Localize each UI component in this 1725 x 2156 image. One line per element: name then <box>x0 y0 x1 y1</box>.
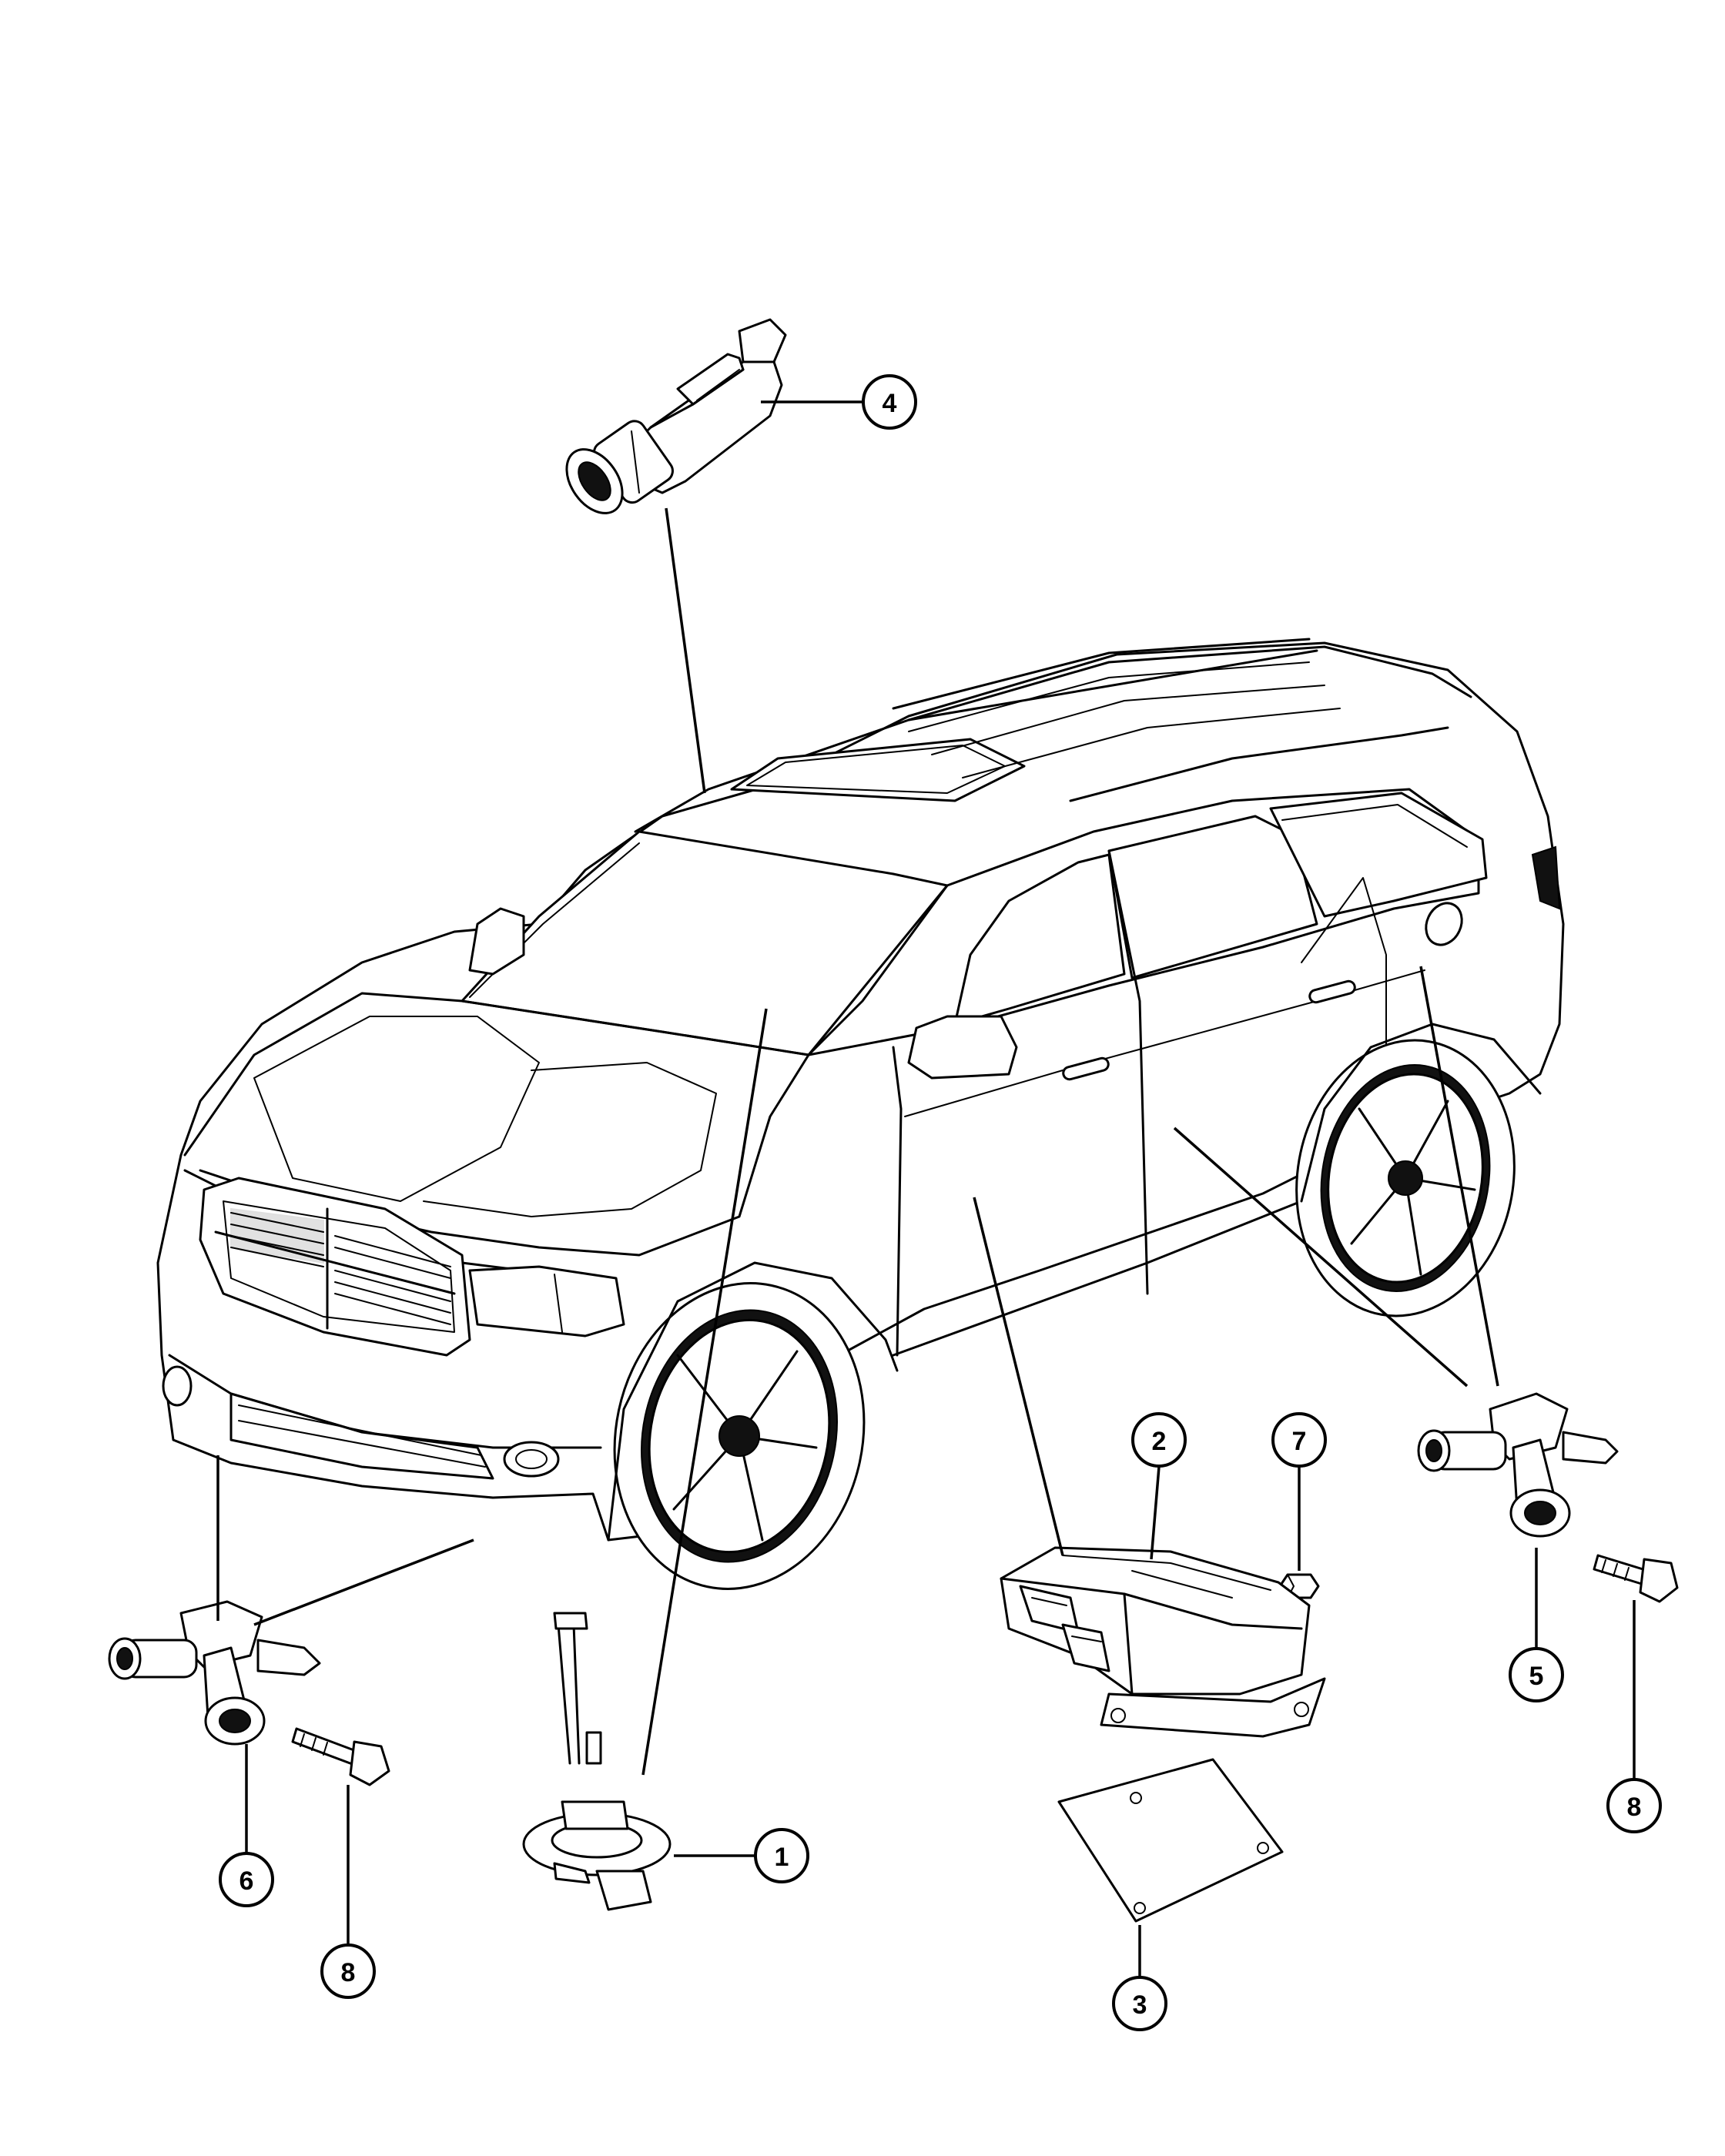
callout-circle <box>320 1943 376 1999</box>
callout-c1: 1 <box>754 1828 809 1883</box>
callout-layer: 1 2 3 4 5 6 7 8 8 <box>219 374 1662 2031</box>
callout-circle <box>1131 1412 1187 1468</box>
callout-circle <box>754 1828 809 1883</box>
callout-number: 1 <box>775 1843 789 1872</box>
callout-c6: 6 <box>219 1852 274 1907</box>
callout-c8a: 8 <box>320 1943 376 1999</box>
callout-c8b: 8 <box>1606 1778 1662 1833</box>
callout-circle <box>1606 1778 1662 1833</box>
callout-number: 5 <box>1529 1662 1544 1691</box>
callout-c7: 7 <box>1271 1412 1327 1468</box>
part-8-bolt-right <box>1593 1554 1679 1603</box>
part-5-impact-sensor <box>1417 1392 1619 1538</box>
callout-number: 3 <box>1133 1990 1147 2020</box>
part-1-clockspring <box>522 1612 672 1911</box>
vehicle-suv <box>156 638 1565 1590</box>
part-6-impact-sensor <box>108 1600 321 1746</box>
callout-circle <box>862 374 917 430</box>
callout-circle <box>1509 1647 1564 1702</box>
callout-c2: 2 <box>1131 1412 1187 1468</box>
front-wheel <box>613 1282 866 1590</box>
part-2-control-module <box>1000 1546 1326 1738</box>
callout-circle <box>219 1852 274 1907</box>
callout-c3: 3 <box>1112 1976 1167 2031</box>
part-4-sensor <box>565 318 787 514</box>
callout-circle <box>1112 1976 1167 2031</box>
part-3-plate <box>1057 1758 1284 1923</box>
callout-number: 6 <box>239 1866 254 1896</box>
leader-lines <box>216 400 1636 1977</box>
callout-number: 7 <box>1292 1427 1307 1456</box>
callout-c4: 4 <box>862 374 917 430</box>
callout-c5: 5 <box>1509 1647 1564 1702</box>
callout-number: 8 <box>1627 1793 1642 1822</box>
part-8-bolt-left <box>291 1727 390 1786</box>
callout-number: 4 <box>883 389 897 418</box>
callout-number: 2 <box>1152 1427 1167 1456</box>
callout-circle <box>1271 1412 1327 1468</box>
rear-wheel <box>1295 1039 1516 1317</box>
callout-number: 8 <box>341 1958 356 1987</box>
